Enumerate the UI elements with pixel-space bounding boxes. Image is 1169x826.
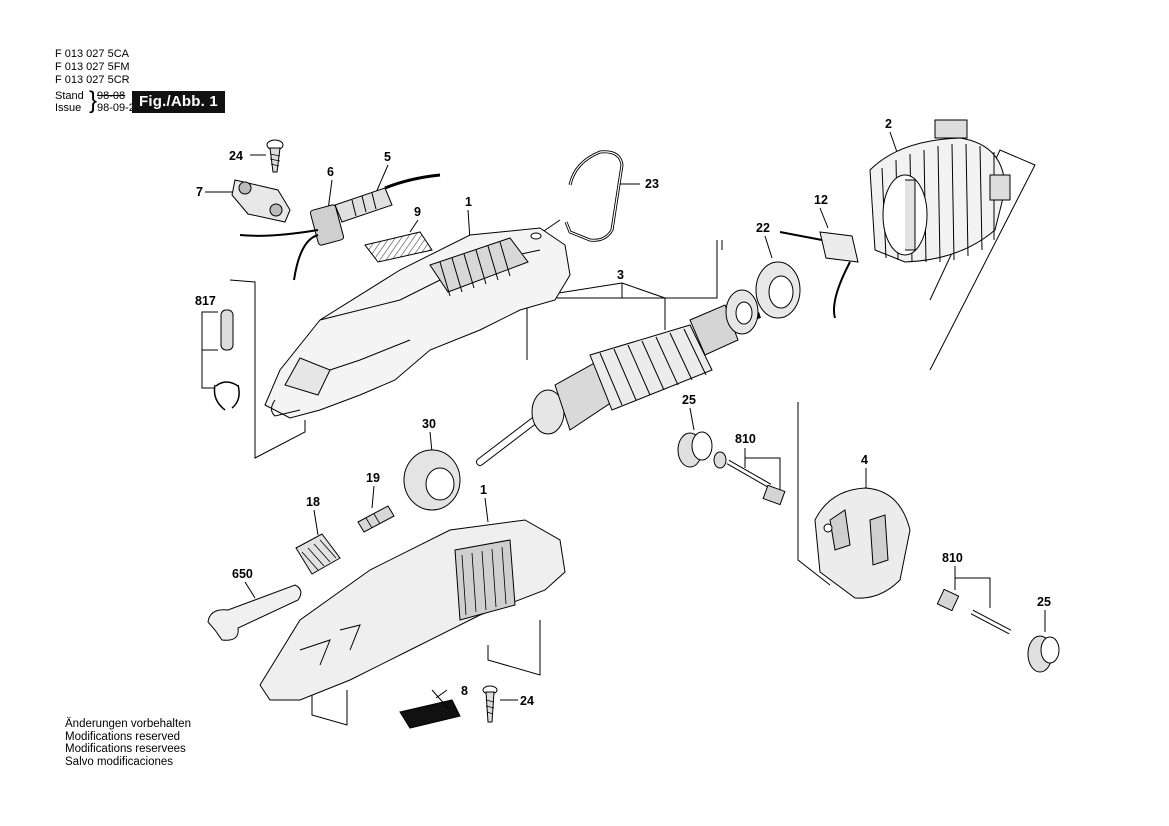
modification-notice: Änderungen vorbehalten Modifications res… xyxy=(65,718,191,768)
part-label: 4 xyxy=(861,453,868,467)
part-label: 7 xyxy=(196,185,203,199)
part-labels: 24 5 6 7 9 1 23 2 12 22 3 817 30 19 18 1… xyxy=(195,117,1051,708)
part-number: F 013 027 5CR xyxy=(55,74,130,86)
brush-cap-top xyxy=(677,431,713,468)
bearing-front xyxy=(403,449,461,511)
housing-upper xyxy=(264,227,571,419)
switch-component xyxy=(779,231,859,319)
notice-line: Salvo modificaciones xyxy=(65,755,174,768)
part-label: 1 xyxy=(465,195,472,209)
notice-line: Modifications reserved xyxy=(65,730,181,743)
cord-assembly xyxy=(239,173,441,281)
part-label: 2 xyxy=(885,117,892,131)
part-label: 817 xyxy=(195,294,216,308)
part-label: 810 xyxy=(735,432,756,446)
part-label: 9 xyxy=(414,205,421,219)
housing-lower xyxy=(259,519,566,701)
brush-holder xyxy=(814,487,911,599)
notice-line: Änderungen vorbehalten xyxy=(65,718,191,730)
issue-label: Issue xyxy=(55,102,82,114)
part-label: 22 xyxy=(756,221,770,235)
screw-top xyxy=(266,139,284,173)
old-date: 98-08 xyxy=(97,90,126,102)
wrench xyxy=(207,584,302,641)
part-label: 25 xyxy=(682,393,696,407)
shaft-lock xyxy=(213,309,240,411)
hanger-wire xyxy=(564,150,624,242)
bearing-rear xyxy=(755,261,801,319)
screw-bottom xyxy=(482,685,498,723)
issue-date: 98-09-28 xyxy=(97,102,142,114)
part-label: 5 xyxy=(384,150,391,164)
part-label: 30 xyxy=(422,417,436,431)
carbon-brush-top xyxy=(713,451,786,506)
part-label: 8 xyxy=(461,684,468,698)
part-label: 1 xyxy=(480,483,487,497)
part-label: 24 xyxy=(229,149,243,163)
armature xyxy=(476,289,761,466)
field-coil xyxy=(869,119,1011,263)
cord-clamp xyxy=(231,179,291,223)
part-label: 19 xyxy=(366,471,380,485)
carbon-brush-lower xyxy=(936,588,1012,635)
figure-label: Fig./Abb. 1 xyxy=(132,91,225,113)
part-label: 650 xyxy=(232,567,253,581)
part-number: F 013 027 5CA xyxy=(55,48,129,60)
part-label: 18 xyxy=(306,495,320,509)
brace-icon: } xyxy=(89,87,98,114)
brush-cap-lower xyxy=(1027,635,1060,673)
notice-line: Modifications reservees xyxy=(65,743,186,755)
stand-label: Stand xyxy=(55,90,84,102)
part-label: 810 xyxy=(942,551,963,565)
part-label: 6 xyxy=(327,165,334,179)
part-label: 24 xyxy=(520,694,534,708)
revision-block: Stand 98-08 Issue 98-09-28 } xyxy=(55,87,142,115)
part-label: 25 xyxy=(1037,595,1051,609)
label-plate xyxy=(364,231,433,263)
part-label: 12 xyxy=(814,193,828,207)
collet-nut xyxy=(295,533,341,575)
nameplate xyxy=(399,689,461,729)
part-label: 23 xyxy=(645,177,659,191)
collet xyxy=(357,505,395,533)
part-number: F 013 027 5FM xyxy=(55,61,130,73)
part-label: 3 xyxy=(617,268,624,282)
part-number-list: F 013 027 5CA F 013 027 5FM F 013 027 5C… xyxy=(55,48,130,87)
